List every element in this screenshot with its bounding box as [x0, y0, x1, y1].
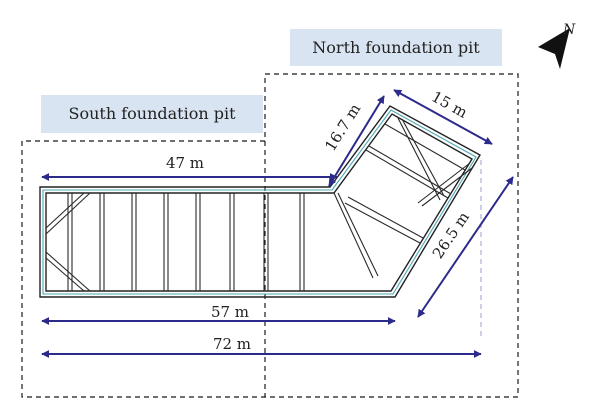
north-pit-outline: [264, 73, 519, 398]
dim-label-16-7: 16.7 m: [321, 100, 364, 154]
bracing-struts: [45, 117, 473, 292]
wall-outer: [39, 105, 481, 298]
south-pit-outline: [21, 140, 265, 398]
wall-mid: [42, 109, 477, 295]
north-arrow-icon: N: [538, 22, 576, 69]
dim-line-26-5: [417, 176, 514, 318]
dim-label-47: 47 m: [166, 154, 204, 172]
north-label: N: [562, 22, 576, 38]
south-label-box: [41, 95, 263, 133]
dim-line-15: [393, 89, 493, 145]
dim-label-15: 15 m: [428, 88, 470, 122]
dim-label-72: 72 m: [213, 335, 251, 353]
north-label-box: [290, 29, 502, 66]
dim-label-26-5: 26.5 m: [429, 208, 473, 261]
dim-label-57: 57 m: [211, 303, 249, 321]
dim-line-16-7: [328, 95, 385, 187]
south-pit-label: South foundation pit: [68, 104, 236, 123]
north-pit-label: North foundation pit: [312, 38, 480, 57]
